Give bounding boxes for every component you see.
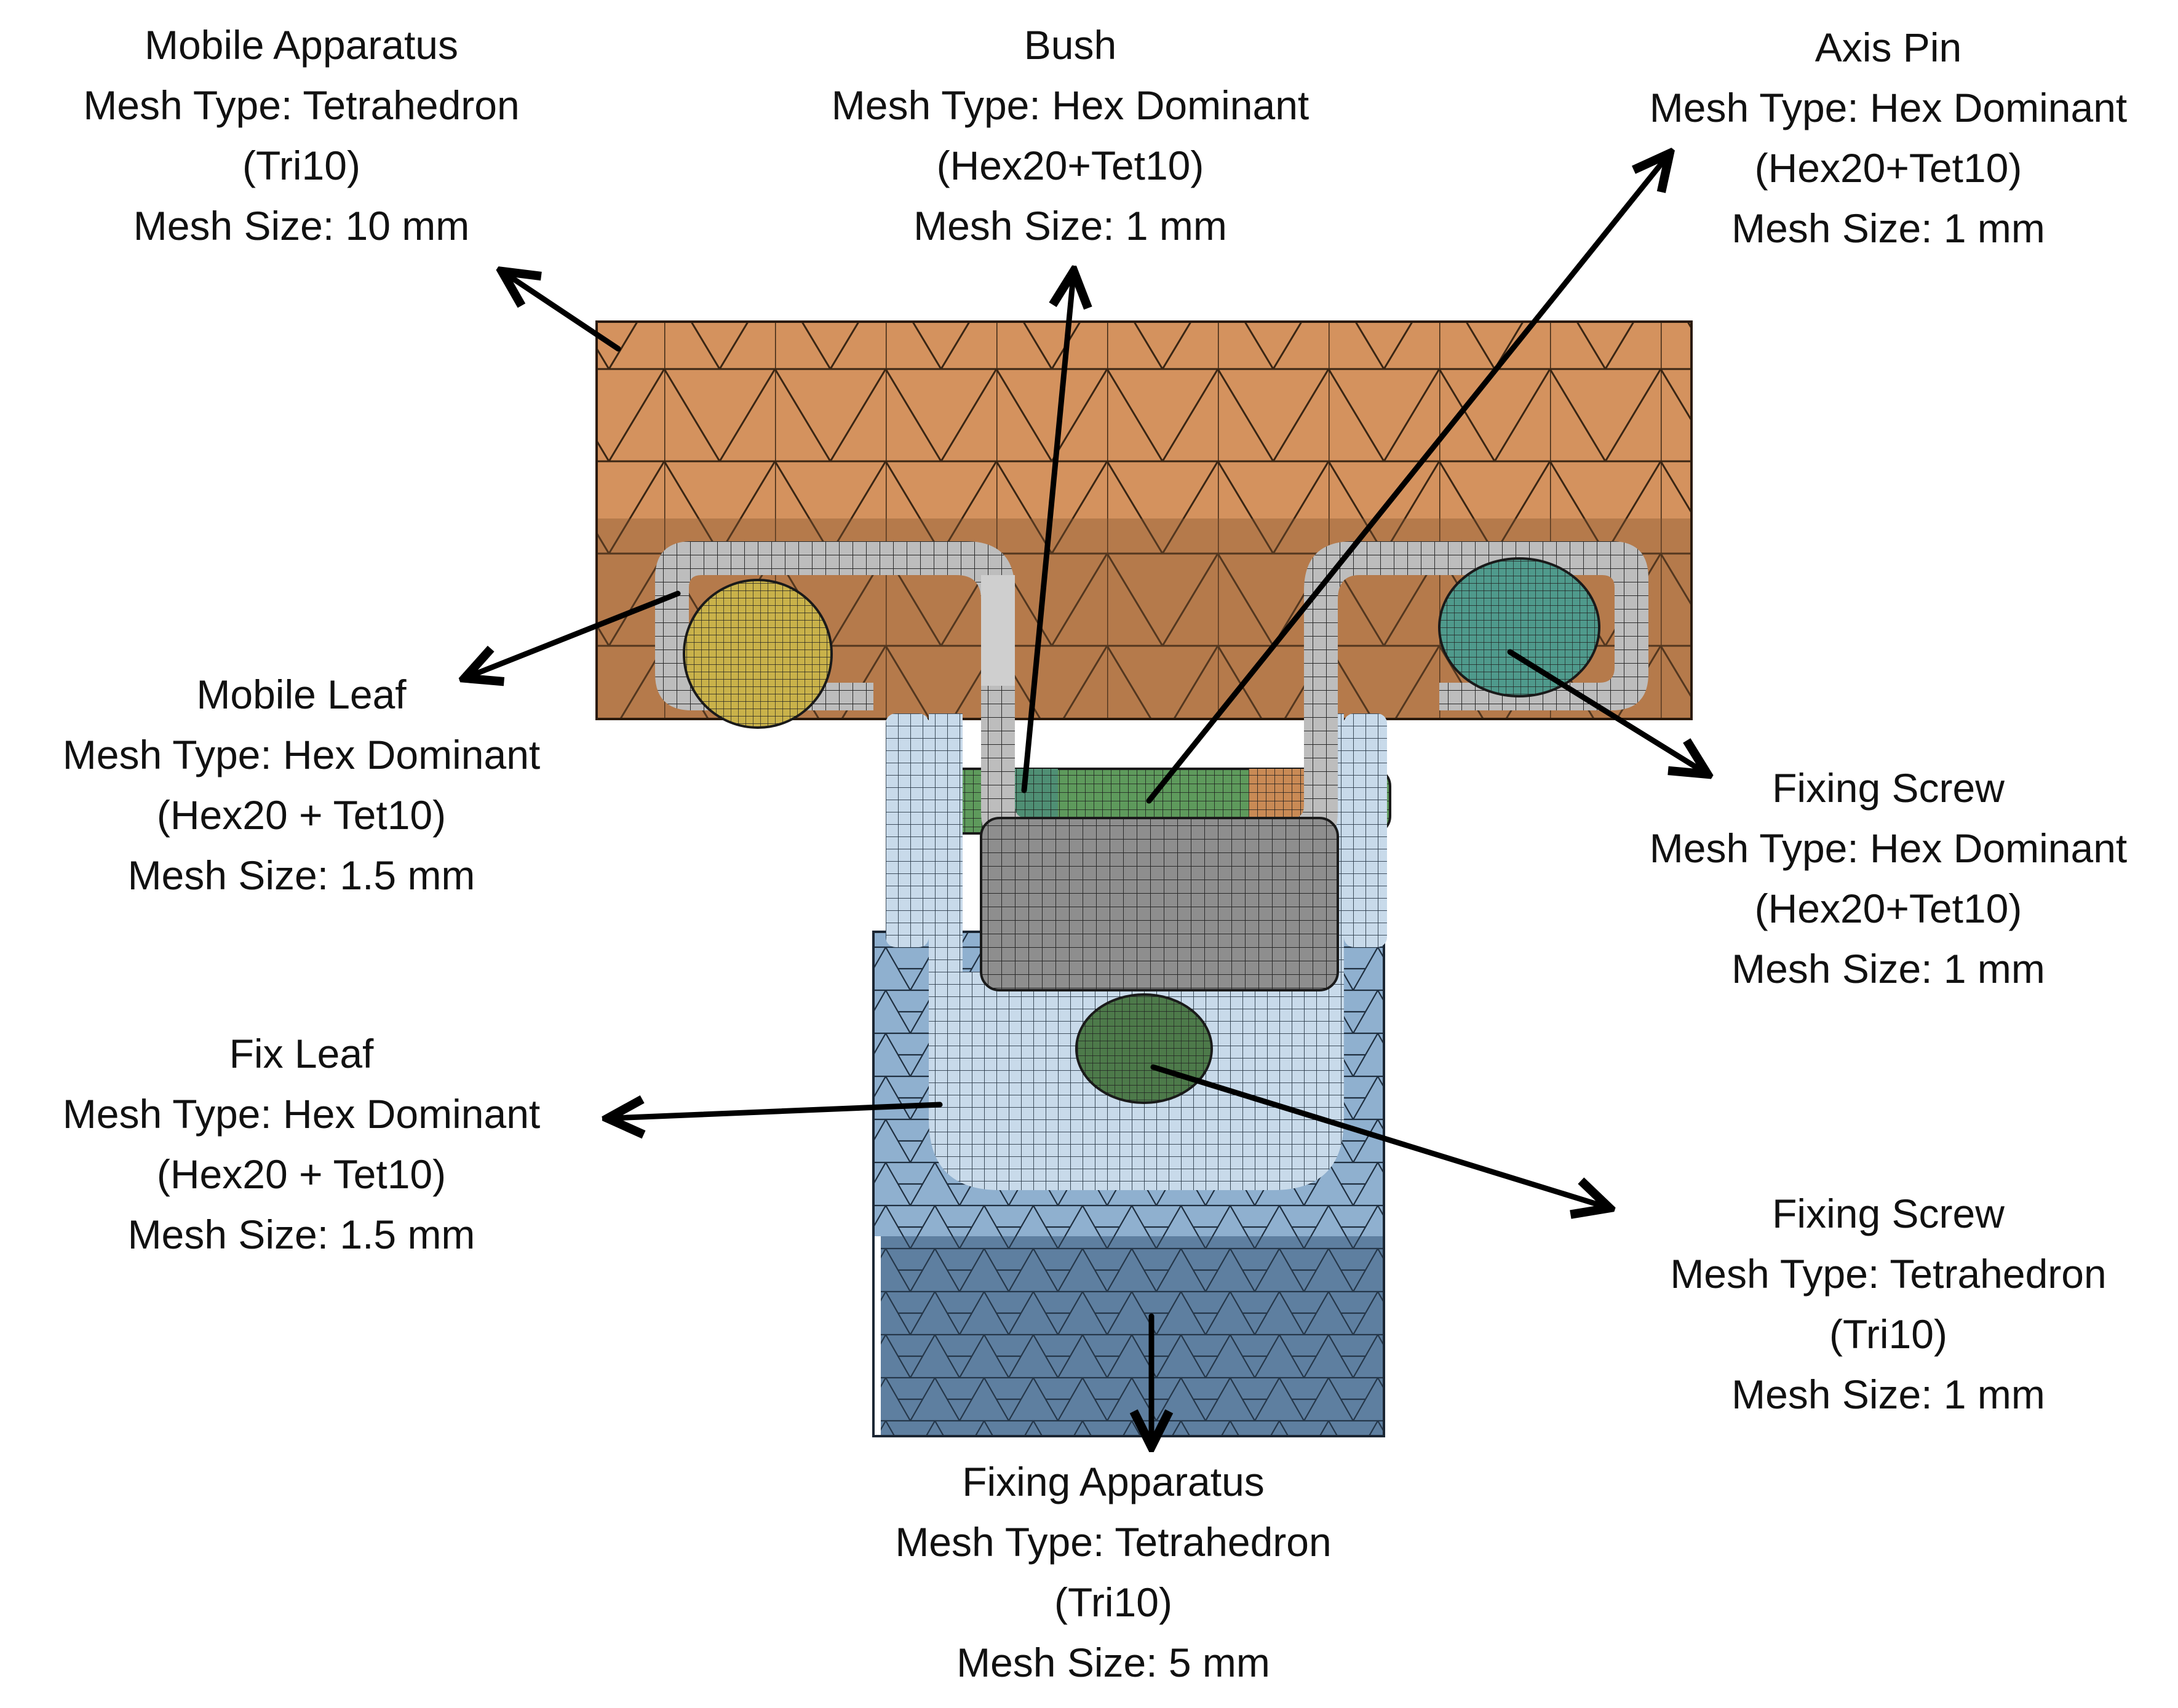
mesh-type: Mesh Type: Hex Dominant	[62, 1091, 541, 1137]
arrow-mobile-apparatus	[506, 274, 621, 352]
part-name: Bush	[1023, 22, 1117, 68]
fixing-screw-right	[1438, 557, 1600, 697]
arrow-fixing-screw-bottom	[1150, 1064, 1605, 1207]
part-name: Mobile Leaf	[196, 672, 407, 717]
mesh-size: Mesh Size: 1.5 mm	[127, 852, 475, 898]
callout-bush: Bush Mesh Type: Hex Dominant (Hex20+Tet1…	[793, 15, 1347, 256]
arrow-bush	[1021, 276, 1073, 793]
arrow-axis-pin	[1146, 157, 1667, 804]
element-type: (Tri10)	[1054, 1579, 1172, 1625]
mesh-size: Mesh Size: 5 mm	[956, 1640, 1270, 1685]
mesh-type: Mesh Type: Hex Dominant	[1649, 825, 2128, 871]
fixing-screw-bottom	[1075, 993, 1213, 1104]
mesh-type: Mesh Type: Hex Dominant	[62, 732, 541, 777]
callout-fixing-apparatus: Fixing Apparatus Mesh Type: Tetrahedron …	[837, 1452, 1390, 1693]
element-type: (Hex20+Tet10)	[1754, 886, 2022, 931]
mesh-size: Mesh Size: 1.5 mm	[127, 1212, 475, 1257]
part-name: Axis Pin	[1814, 25, 1962, 70]
part-name: Fixing Screw	[1772, 765, 2005, 811]
mesh-type: Mesh Type: Tetrahedron	[83, 82, 520, 128]
mesh-size: Mesh Size: 1 mm	[1731, 205, 2045, 251]
mesh-size: Mesh Size: 1 mm	[1731, 1372, 2045, 1417]
element-type: (Hex20+Tet10)	[1754, 145, 2022, 191]
fixing-screw-left	[683, 579, 833, 729]
callout-mobile-leaf: Mobile Leaf Mesh Type: Hex Dominant (Hex…	[25, 664, 578, 905]
callout-fixing-screw-bottom: Fixing Screw Mesh Type: Tetrahedron (Tri…	[1612, 1183, 2165, 1424]
element-type: (Hex20+Tet10)	[936, 143, 1204, 188]
mobile-leaf-part	[655, 541, 1648, 991]
callout-arrows	[469, 157, 1704, 1442]
mesh-type: Mesh Type: Tetrahedron	[1670, 1251, 2107, 1297]
element-type: (Hex20 + Tet10)	[156, 792, 447, 838]
part-name: Fix Leaf	[229, 1031, 374, 1076]
part-name: Fixing Screw	[1772, 1191, 2005, 1236]
mesh-type: Mesh Type: Hex Dominant	[831, 82, 1310, 128]
element-type: (Tri10)	[1829, 1311, 1947, 1357]
mesh-type: Mesh Type: Hex Dominant	[1649, 85, 2128, 130]
mesh-size: Mesh Size: 1 mm	[913, 203, 1227, 248]
element-type: (Hex20 + Tet10)	[156, 1151, 447, 1197]
arrow-fix-leaf	[612, 1105, 943, 1118]
mesh-size: Mesh Size: 1 mm	[1731, 946, 2045, 991]
element-type: (Tri10)	[242, 143, 360, 188]
arrow-fixing-screw-top	[1507, 649, 1704, 772]
part-name: Mobile Apparatus	[145, 22, 458, 68]
mesh-size: Mesh Size: 10 mm	[133, 203, 470, 248]
arrow-mobile-leaf	[469, 590, 681, 677]
mesh-type: Mesh Type: Tetrahedron	[895, 1519, 1332, 1565]
callout-mobile-apparatus: Mobile Apparatus Mesh Type: Tetrahedron …	[25, 15, 578, 256]
part-name: Fixing Apparatus	[962, 1459, 1265, 1504]
callout-fixing-screw-top: Fixing Screw Mesh Type: Hex Dominant (He…	[1612, 758, 2165, 999]
callout-axis-pin: Axis Pin Mesh Type: Hex Dominant (Hex20+…	[1612, 17, 2165, 258]
callout-fix-leaf: Fix Leaf Mesh Type: Hex Dominant (Hex20 …	[25, 1023, 578, 1265]
